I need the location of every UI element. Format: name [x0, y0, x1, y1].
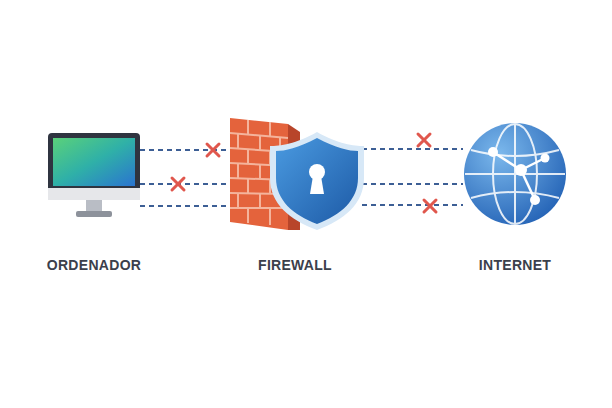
firewall-node: FIREWALL: [228, 118, 362, 230]
monitor-base: [76, 211, 112, 217]
dashed-connection: [362, 204, 463, 206]
blocked-x: [418, 134, 430, 146]
blocked-x: [172, 178, 184, 190]
node-label: FIREWALL: [258, 257, 332, 273]
monitor-screen: [53, 138, 135, 186]
node-label: INTERNET: [479, 257, 551, 273]
globe-icon: [463, 122, 567, 226]
computer-node: ORDENADOR: [48, 133, 140, 220]
dashed-connection: [140, 149, 228, 151]
node-label: ORDENADOR: [47, 257, 141, 273]
network-nodes: [488, 147, 550, 205]
shield: [276, 138, 358, 224]
dashed-connection: [362, 183, 463, 185]
dashed-connection: [140, 183, 228, 185]
globe: [464, 123, 566, 225]
shield-rim: [270, 132, 364, 230]
dashed-connection: [140, 205, 228, 207]
computer-icon: [48, 133, 140, 220]
internet-node: INTERNET: [463, 122, 567, 226]
keyhole: [310, 176, 324, 194]
blocked-x: [207, 144, 219, 156]
globe-grid: [465, 124, 565, 224]
monitor-chin: [48, 188, 140, 200]
dashed-connection: [362, 148, 463, 150]
blocked-x: [424, 200, 436, 212]
firewall-icon: [228, 118, 362, 230]
network-links: [493, 152, 545, 200]
monitor-frame: [48, 133, 140, 200]
monitor-neck: [86, 200, 102, 212]
